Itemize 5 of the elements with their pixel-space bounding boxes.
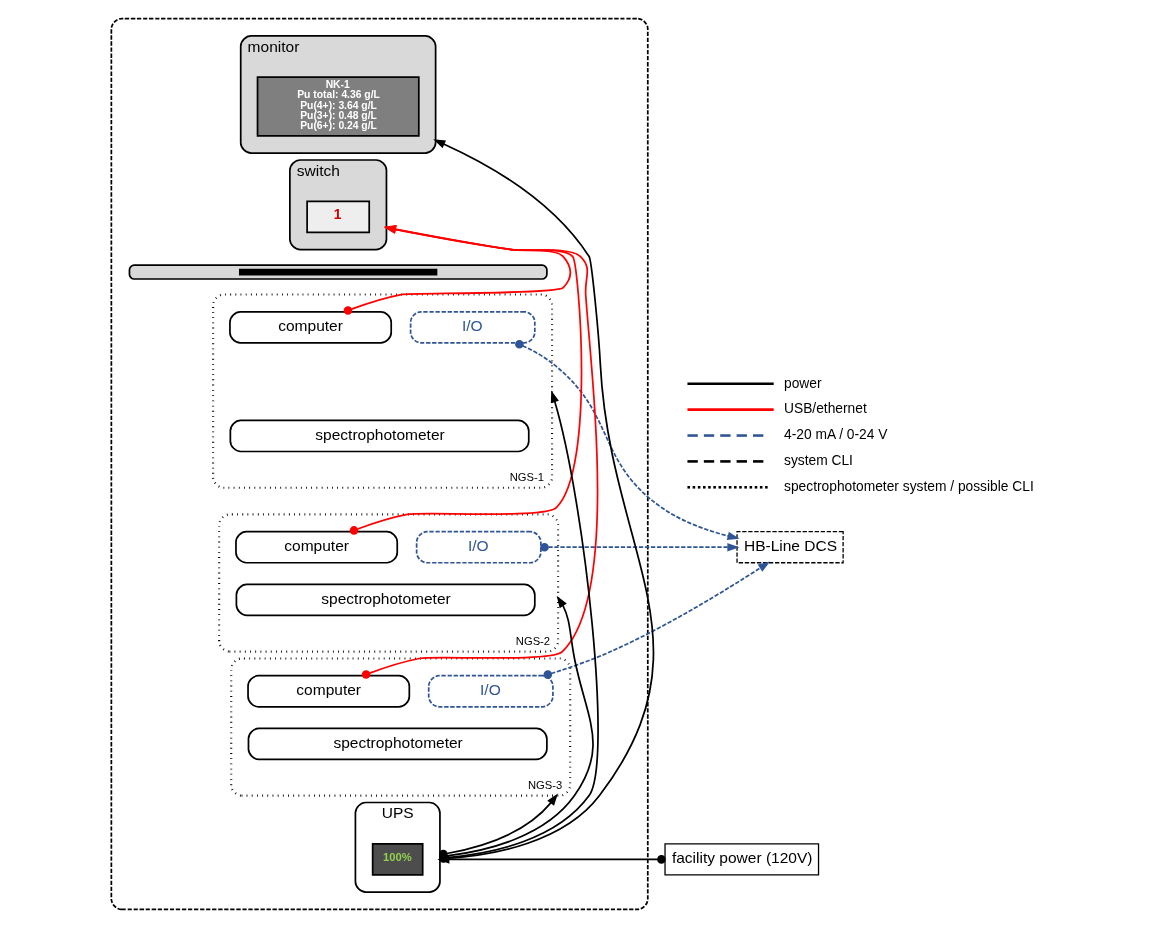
legend-label: 4-20 mA / 0-24 V bbox=[784, 427, 888, 443]
legend-label: system CLI bbox=[784, 453, 853, 469]
legend-label: power bbox=[784, 375, 822, 391]
legend-label: USB/ethernet bbox=[784, 401, 867, 417]
legend-label: spectrophotometer system / possible CLI bbox=[784, 478, 1034, 494]
